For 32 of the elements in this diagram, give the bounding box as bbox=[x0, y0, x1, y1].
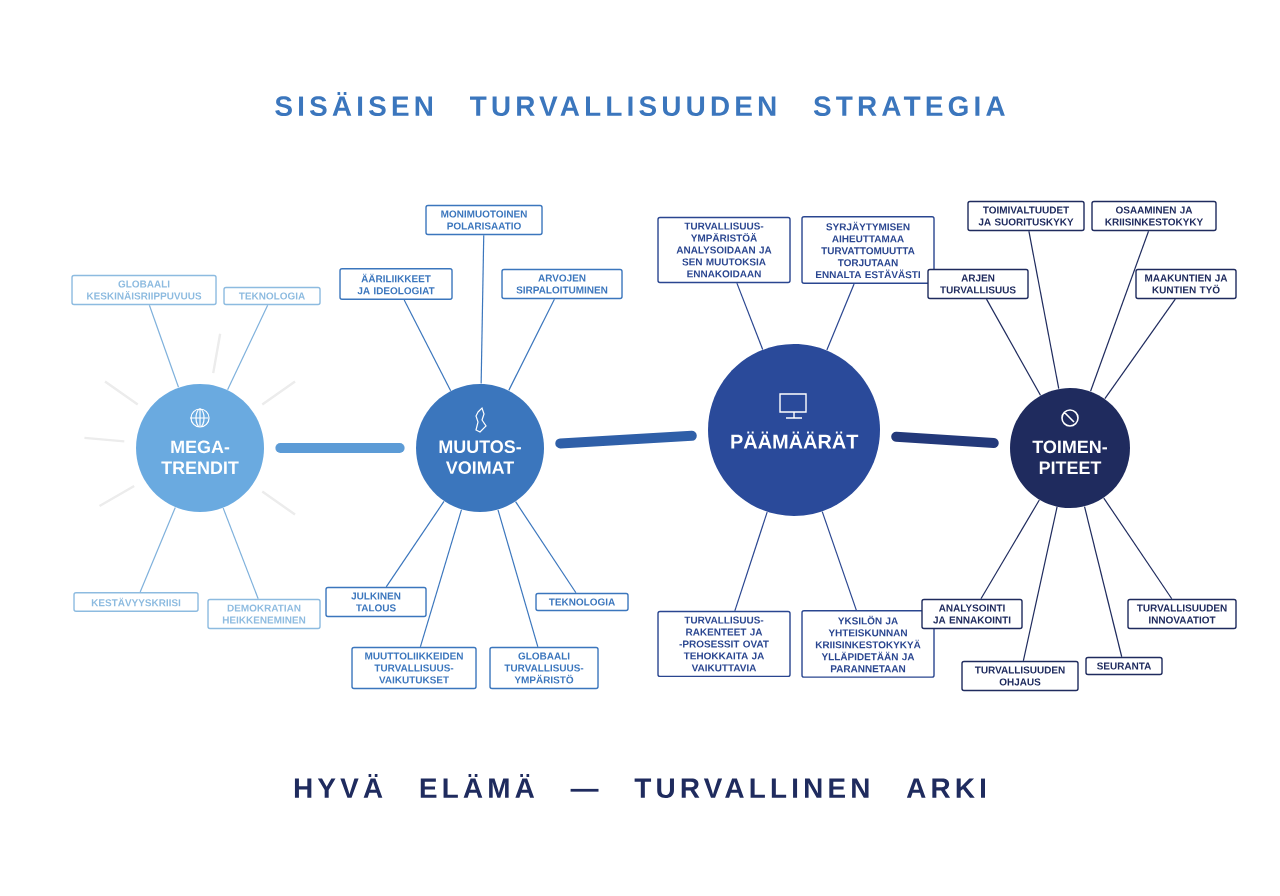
connector-line bbox=[985, 298, 1042, 396]
circle-node: PÄÄMÄÄRÄT bbox=[708, 344, 880, 516]
connector-line bbox=[1028, 230, 1060, 390]
connector-line bbox=[419, 509, 463, 648]
connector-line bbox=[514, 501, 577, 594]
connector-line bbox=[734, 511, 768, 612]
connector-line bbox=[508, 298, 555, 391]
title: SISÄISEN TURVALLISUUDEN STRATEGIA bbox=[275, 91, 1005, 117]
connector-line bbox=[139, 506, 176, 593]
connector-line bbox=[222, 507, 259, 600]
connector-line bbox=[1083, 506, 1123, 658]
connector-bar bbox=[891, 431, 999, 448]
connector-line bbox=[1089, 230, 1150, 392]
connector-line bbox=[227, 304, 269, 391]
connector-line bbox=[736, 282, 764, 351]
connector-line bbox=[403, 299, 452, 392]
circle-node: TOIMEN-PITEET bbox=[1010, 388, 1130, 508]
connector-line bbox=[480, 234, 485, 385]
connector-line bbox=[497, 509, 539, 648]
slogan: HYVÄ ELÄMÄ — TURVALLINEN ARKI bbox=[294, 773, 985, 799]
connector-line bbox=[1103, 497, 1173, 600]
connector-line bbox=[980, 499, 1040, 600]
connector-line bbox=[821, 511, 857, 611]
connector-bar bbox=[555, 430, 697, 449]
connector-line bbox=[148, 304, 180, 388]
circle-node: MUUTOS-VOIMAT bbox=[416, 384, 544, 512]
connector-line bbox=[826, 283, 855, 351]
connector-line bbox=[1022, 506, 1058, 662]
connector-line bbox=[385, 500, 445, 588]
connector-bar bbox=[275, 443, 405, 453]
connector-line bbox=[1104, 298, 1176, 400]
circle-node: MEGA-TRENDIT bbox=[136, 384, 264, 512]
